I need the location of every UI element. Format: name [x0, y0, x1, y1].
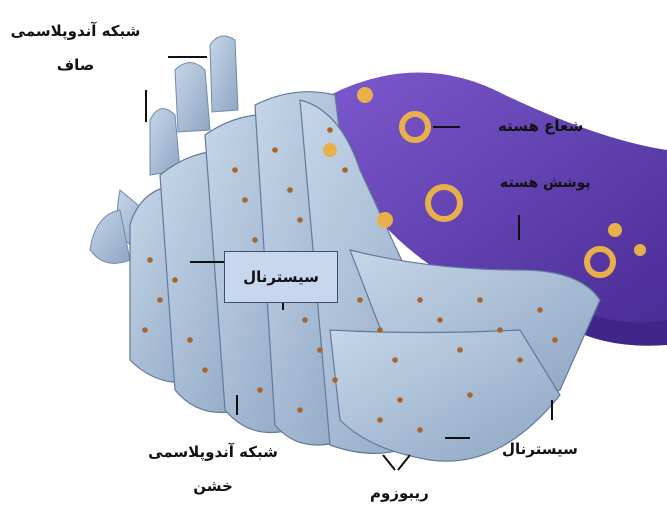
rough-er-label: شبکه آندوپلاسمی خشن: [148, 435, 278, 503]
ribosome-label: ریبوزوم: [370, 484, 429, 502]
smooth-er-label-line1: شبکه آندوپلاسمی صاف: [8, 14, 143, 82]
nuclear-envelope-label: پوشش هسته: [500, 175, 591, 191]
cisternae-callout-box: سیسترنال: [224, 251, 338, 303]
nuclear-pore-label: شعاع هسته: [498, 117, 583, 135]
cisternae-bottom-label: سیسترنال: [502, 440, 578, 458]
